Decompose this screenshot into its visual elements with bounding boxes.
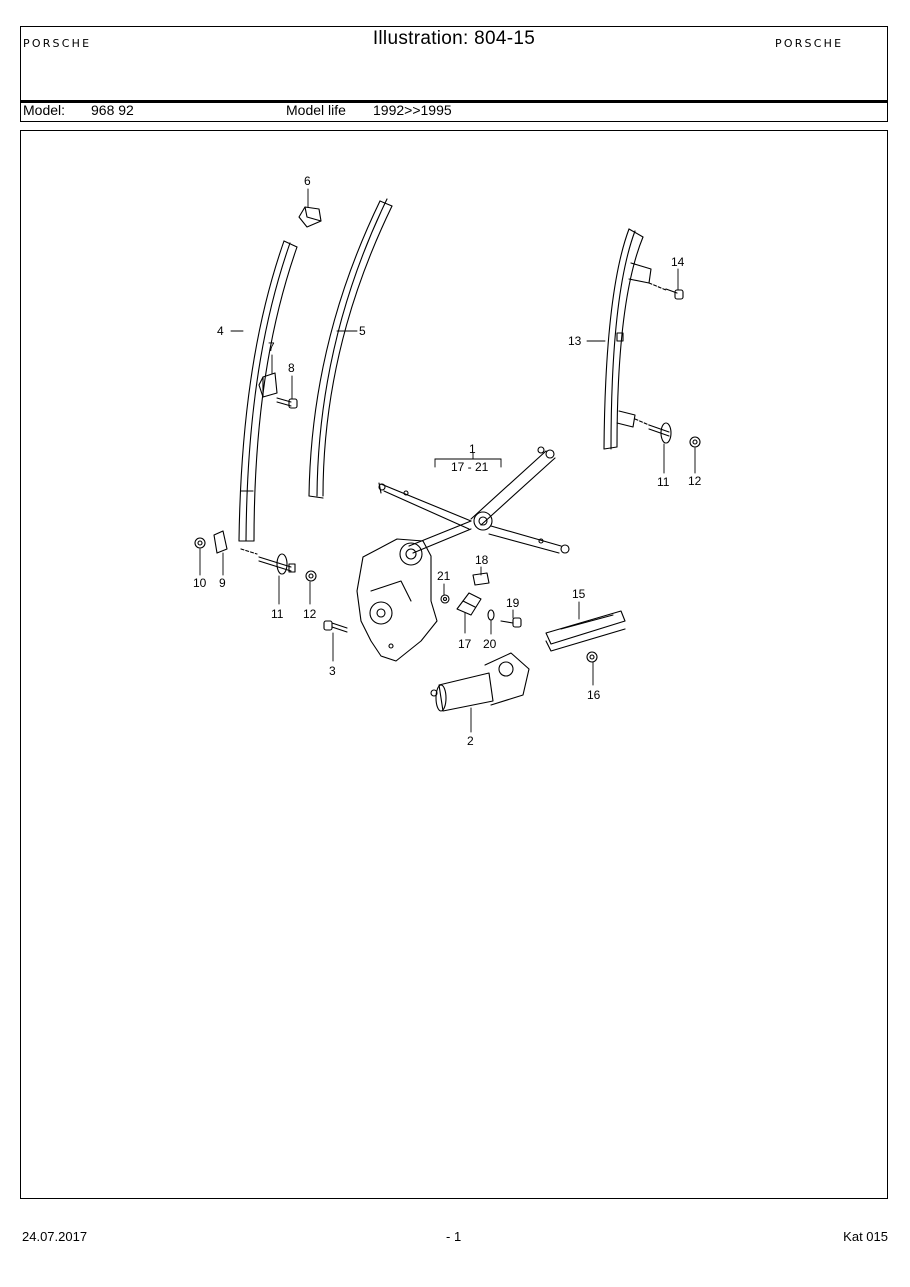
part-20-washer [487, 609, 495, 621]
part-2-motor [430, 652, 530, 712]
callout-2: 2 [467, 734, 474, 748]
callout-14: 14 [671, 255, 685, 269]
part-11-bolt-left [240, 548, 296, 575]
part-12-nut-right [689, 436, 701, 448]
part-1-regulator [378, 446, 570, 554]
illustration-panel: 6 4 5 7 8 13 14 1 17 - 21 11 12 10 9 11 … [20, 130, 888, 1199]
window-regulator-diagram: 6 4 5 7 8 13 14 1 17 - 21 11 12 10 9 11 … [193, 174, 702, 748]
callout-11-right: 11 [657, 475, 670, 489]
part-4-rail [238, 240, 298, 542]
brand-text-left: PORSCHE [23, 37, 91, 50]
header-box: PORSCHE Illustration: 804-15 PORSCHE Mod… [20, 26, 888, 122]
callout-20: 20 [483, 637, 497, 651]
callout-12-left: 12 [303, 607, 317, 621]
callout-17-21: 17 - 21 [451, 460, 489, 474]
callout-7: 7 [268, 340, 275, 354]
callout-16: 16 [587, 688, 601, 702]
callout-12-right: 12 [688, 474, 702, 488]
model-value: 968 92 [91, 102, 134, 118]
callout-3: 3 [329, 664, 336, 678]
part-8-bolt [276, 397, 298, 409]
model-label: Model: [23, 102, 66, 118]
footer-catalog: Kat 015 [843, 1229, 888, 1244]
callout-8: 8 [288, 361, 295, 375]
callout-13: 13 [568, 334, 582, 348]
model-life-value: 1992>>1995 [373, 102, 452, 118]
leader-lines [199, 188, 696, 733]
callout-1: 1 [469, 442, 476, 456]
part-14-bolt [648, 282, 684, 300]
brand-text-right: PORSCHE [775, 37, 843, 50]
part-10-nut [194, 537, 206, 549]
callout-6: 6 [304, 174, 311, 188]
part-13-rail [603, 228, 652, 450]
callout-4: 4 [217, 324, 224, 338]
model-life-label: Model life [286, 102, 346, 118]
callout-10: 10 [193, 576, 207, 590]
part-19-screw [500, 617, 522, 628]
porsche-logo-right: PORSCHE [775, 37, 843, 50]
footer-date: 24.07.2017 [22, 1229, 88, 1244]
part-12-nut-left [305, 570, 317, 582]
part-16-nut [586, 651, 598, 663]
callout-19: 19 [506, 596, 520, 610]
part-5-rail [308, 198, 393, 499]
callout-5: 5 [359, 324, 366, 338]
model-row: Model: 968 92 Model life 1992>>1995 [21, 102, 887, 120]
part-6-clip [298, 206, 322, 228]
callout-18: 18 [475, 553, 489, 567]
part-7-bracket [258, 372, 278, 398]
callout-11-left: 11 [271, 607, 284, 621]
part-11-bolt-right [634, 418, 672, 444]
part-21-nut [440, 594, 450, 604]
part-17-slider [456, 592, 482, 616]
part-3-bolt [323, 620, 348, 633]
callout-15: 15 [572, 587, 586, 601]
header-divider [21, 100, 887, 103]
part-15-slide [545, 610, 626, 652]
part-18-pad [472, 572, 490, 586]
page-title: Illustration: 804-15 [372, 28, 536, 49]
callout-labels: 6 4 5 7 8 13 14 1 17 - 21 11 12 10 9 11 … [193, 174, 702, 748]
callout-21: 21 [437, 569, 451, 583]
part-9-clip [213, 530, 228, 554]
footer-page: - 1 [446, 1229, 462, 1244]
callout-17: 17 [458, 637, 472, 651]
callout-9: 9 [219, 576, 226, 590]
regulator-gearbox [356, 538, 438, 662]
porsche-logo-left: PORSCHE [23, 37, 91, 50]
